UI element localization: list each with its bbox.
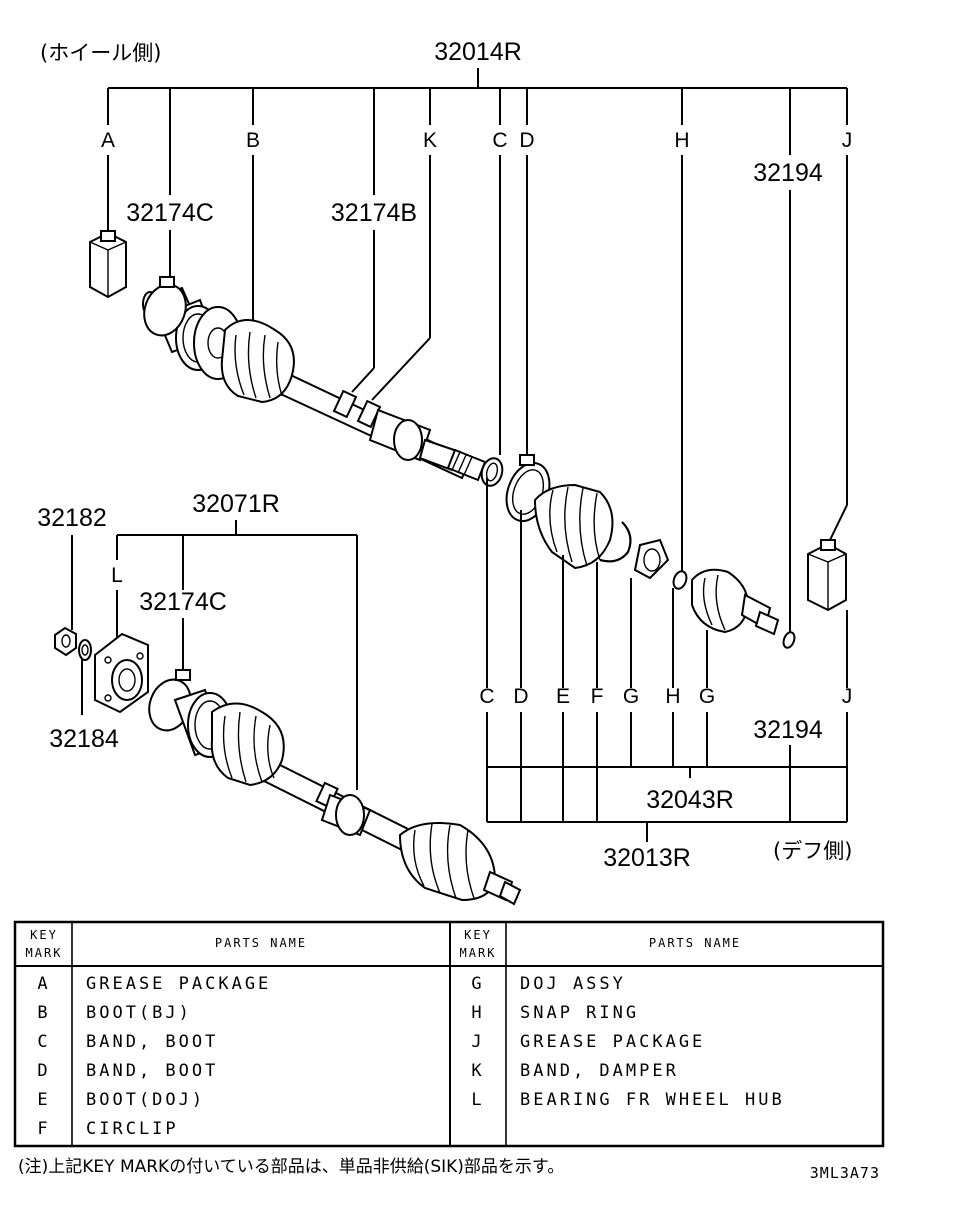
table-row-mark: K (471, 1061, 484, 1081)
header-key-left-1: KEY (30, 928, 58, 942)
snap-ring-H-icon[interactable] (671, 569, 688, 590)
key-mark-G-second: G (699, 685, 715, 708)
header-key-left-2: MARK (26, 946, 63, 960)
part-number-32174C-left[interactable]: 32174C (139, 588, 227, 616)
key-mark-D-bottom: D (513, 685, 528, 708)
bracket-32014R (107, 68, 848, 195)
table-row-name: GREASE PACKAGE (86, 974, 271, 994)
key-mark-L: L (111, 564, 123, 587)
table-row-mark: A (37, 974, 50, 994)
drawing-code: 3ML3A73 (810, 1164, 880, 1182)
table-row-name: DOJ ASSY (520, 974, 626, 994)
table-row-mark: C (37, 1032, 50, 1052)
table-row-mark: J (471, 1032, 484, 1052)
part-number-32184[interactable]: 32184 (49, 725, 119, 753)
part-number-32014R[interactable]: 32014R (434, 38, 522, 66)
part-number-32174C-top[interactable]: 32174C (126, 199, 214, 227)
bracket-32043R-32013R (486, 712, 848, 842)
doj-assy-G-icon[interactable] (691, 568, 780, 636)
table-row-mark: G (471, 974, 484, 994)
table-row-mark: D (37, 1061, 50, 1081)
header-key-right-1: KEY (464, 928, 492, 942)
boot-DOJ-E-icon[interactable] (533, 483, 614, 570)
key-mark-A: A (101, 129, 115, 152)
key-mark-G: G (623, 685, 639, 708)
part-number-32043R[interactable]: 32043R (646, 786, 734, 814)
key-mark-E: E (556, 685, 570, 708)
key-mark-H-bottom: H (665, 685, 680, 708)
table-row-name: BAND, BOOT (86, 1061, 218, 1081)
key-mark-H: H (674, 129, 689, 152)
key-mark-J-bottom: J (842, 685, 853, 708)
part-number-32194-top[interactable]: 32194 (753, 159, 823, 187)
footnote: (注)上記KEY MARKの付いている部品は、単品非供給(SIK)部品を示す。 (18, 1157, 564, 1177)
key-mark-C-bottom: C (479, 685, 494, 708)
part-number-32013R[interactable]: 32013R (603, 844, 691, 872)
key-mark-B: B (246, 129, 260, 152)
leaders-top (107, 155, 848, 635)
grease-package-A-icon[interactable] (89, 230, 127, 299)
key-mark-K: K (423, 129, 437, 152)
header-name-right: PARTS NAME (649, 936, 741, 950)
part-32194-ring-icon[interactable] (782, 631, 797, 649)
diff-side-label: (デフ側) (773, 839, 852, 863)
grease-package-J-icon[interactable] (807, 539, 847, 612)
parts-table: KEY MARK PARTS NAME KEY MARK PARTS NAME … (13, 920, 885, 1148)
table-row-mark: H (471, 1003, 484, 1023)
doj-inner-G-icon[interactable] (633, 538, 670, 580)
key-mark-C: C (492, 129, 507, 152)
key-mark-D: D (519, 129, 534, 152)
part-number-32182[interactable]: 32182 (37, 504, 107, 532)
table-row-name: BOOT(BJ) (86, 1003, 192, 1023)
key-mark-F: F (591, 685, 604, 708)
part-number-32174B[interactable]: 32174B (331, 199, 417, 227)
table-row-name: BAND, DAMPER (520, 1061, 679, 1081)
table-row-mark: F (37, 1119, 50, 1139)
header-key-right-2: MARK (460, 946, 497, 960)
table-row-name: BOOT(DOJ) (86, 1090, 205, 1110)
table-row-mark: L (471, 1090, 484, 1110)
table-row-name: BAND, BOOT (86, 1032, 218, 1052)
wheel-side-label: (ホイール側) (40, 41, 161, 65)
bearing-fr-wheel-hub-L-icon[interactable] (94, 632, 149, 714)
drive-shaft-assy-left-icon[interactable] (142, 669, 522, 906)
nut-32182-icon[interactable] (54, 626, 77, 657)
washer-32184-icon[interactable] (78, 639, 92, 661)
part-number-32194-bottom[interactable]: 32194 (753, 716, 823, 744)
table-row-name: BEARING FR WHEEL HUB (520, 1090, 785, 1110)
header-name-left: PARTS NAME (215, 936, 307, 950)
table-row-name: GREASE PACKAGE (520, 1032, 705, 1052)
leaders-left (81, 590, 184, 715)
circlip-F-icon[interactable] (599, 521, 632, 563)
table-row-name: SNAP RING (520, 1003, 639, 1023)
drive-shaft-top-icon[interactable] (137, 276, 487, 482)
table-row-name: CIRCLIP (86, 1119, 179, 1139)
table-row-mark: E (37, 1090, 50, 1110)
table-row-mark: B (37, 1003, 50, 1023)
leaders-bottom (486, 478, 848, 688)
bracket-32071R (71, 520, 358, 790)
key-mark-J: J (842, 129, 853, 152)
part-number-32071R[interactable]: 32071R (192, 490, 280, 518)
